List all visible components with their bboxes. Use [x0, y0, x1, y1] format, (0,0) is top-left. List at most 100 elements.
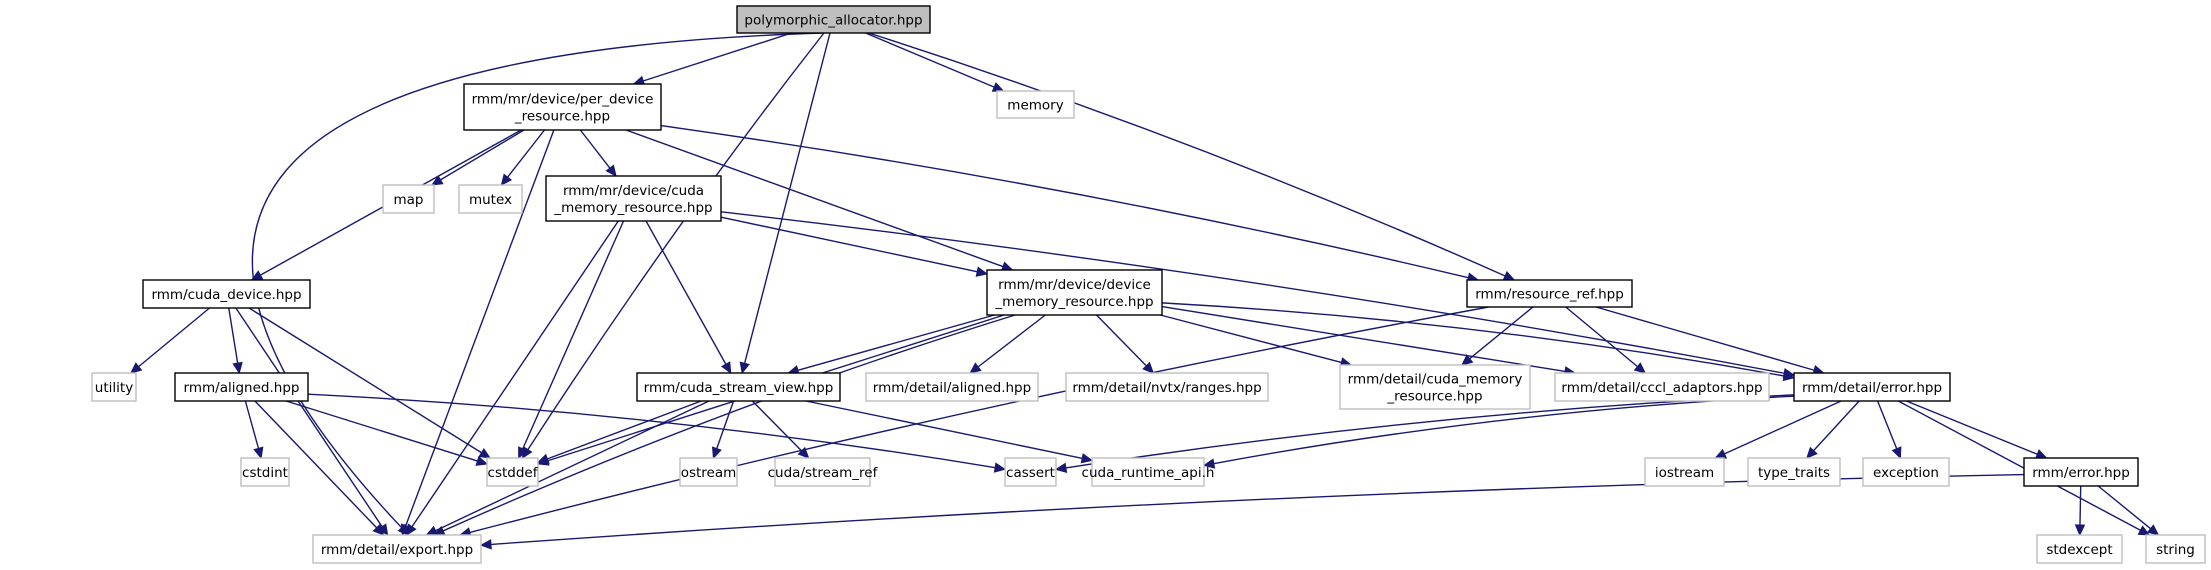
node-detail-error[interactable]: rmm/detail/error.hpp: [1793, 372, 1951, 402]
arrow-head-icon: [720, 361, 732, 375]
node-label: rmm/detail/cccl_adaptors.hpp: [1561, 380, 1762, 396]
edge-resource_ref-to-detail_cuda_mr: [1468, 306, 1534, 360]
node-stdexcept: stdexcept: [2036, 534, 2123, 564]
arrow-head-icon: [1460, 354, 1474, 366]
edge-root-to-resource_ref: [868, 32, 1507, 277]
edge-stream_view-to-ostream: [715, 400, 735, 450]
edge-stream_view-to-stream_ref: [751, 400, 803, 453]
node-box: [382, 184, 435, 214]
node-label: rmm/resource_ref.hpp: [1475, 287, 1624, 303]
edge-detail_error-to-type_traits: [1812, 400, 1860, 452]
node-cstdint: cstdint: [240, 457, 290, 487]
edge-aligned-to-cassert: [307, 393, 997, 469]
node-label: cuda_runtime_api.h: [1082, 465, 1215, 481]
node-type-traits: type_traits: [1747, 457, 1841, 487]
arrow-head-icon: [1202, 458, 1216, 469]
node-box: [679, 457, 738, 487]
edge-detail_error-to-exception: [1876, 400, 1898, 450]
arrow-head-icon: [475, 455, 489, 466]
edge-device_mr-to-cccl: [1161, 305, 1567, 373]
node-error[interactable]: rmm/error.hpp: [2023, 457, 2139, 487]
edge-resource_ref-to-export: [468, 306, 1489, 534]
edge-root-to-per_device: [642, 32, 792, 82]
node-label: mutex: [469, 192, 512, 208]
node-cuda-device[interactable]: rmm/cuda_device.hpp: [142, 279, 311, 309]
arrow-head-icon: [129, 362, 143, 374]
arrow-head-icon: [232, 361, 243, 375]
node-box: [774, 457, 871, 487]
node-aligned[interactable]: rmm/aligned.hpp: [174, 372, 309, 402]
arrow-head-icon: [797, 446, 810, 459]
node-mutex: mutex: [458, 184, 523, 214]
node-label: _resource.hpp: [514, 109, 610, 125]
node-label: cstddef: [488, 465, 539, 481]
edge-error-to-string: [2097, 485, 2152, 530]
node-box: [2145, 534, 2206, 564]
node-label: memory: [1007, 98, 1063, 114]
arrow-head-icon: [1891, 446, 1902, 460]
node-box: [486, 457, 539, 487]
node-per-device[interactable]: rmm/mr/device/per_device_resource.hpp: [463, 83, 662, 131]
node-box: [736, 5, 931, 34]
node-box: [1862, 457, 1950, 487]
node-resource-ref[interactable]: rmm/resource_ref.hpp: [1466, 279, 1633, 308]
node-label: rmm/mr/device/per_device: [472, 92, 654, 108]
arrow-head-icon: [1782, 370, 1796, 382]
node-box: [1004, 457, 1057, 487]
edge-device_mr-to-stream_view: [796, 314, 995, 372]
edge-cuda_mr-to-detail_error: [720, 211, 1786, 375]
arrow-head-icon: [969, 362, 982, 374]
node-label: rmm/mr/device/device: [998, 277, 1151, 293]
node-label: type_traits: [1758, 465, 1830, 481]
node-cassert: cassert: [1004, 457, 1057, 487]
node-device-mr[interactable]: rmm/mr/device/device_memory_resource.hpp: [986, 269, 1163, 316]
edge-root-to-cstddef: [526, 32, 825, 451]
node-stream-view[interactable]: rmm/cuda_stream_view.hpp: [636, 372, 841, 402]
node-label: rmm/detail/cuda_memory: [1348, 372, 1523, 388]
node-box: [1793, 372, 1951, 402]
edge-resource_ref-to-cccl: [1565, 306, 1639, 368]
arrow-head-icon: [1714, 448, 1728, 459]
node-box: [463, 83, 662, 131]
node-label: rmm/detail/aligned.hpp: [873, 380, 1031, 396]
node-box: [312, 534, 482, 564]
node-box: [1091, 457, 1205, 487]
arrow-head-icon: [991, 82, 1005, 92]
node-label: rmm/mr/device/cuda: [563, 183, 704, 199]
arrow-head-icon: [1080, 453, 1094, 464]
node-cstddef: cstddef: [486, 457, 539, 487]
node-label: rmm/detail/nvtx/ranges.hpp: [1072, 380, 1261, 396]
arrow-head-icon: [430, 175, 444, 186]
node-label: rmm/detail/export.hpp: [321, 542, 473, 558]
arrow-head-icon: [1142, 361, 1155, 374]
node-map: map: [382, 184, 435, 214]
node-box: [865, 372, 1039, 402]
node-root[interactable]: polymorphic_allocator.hpp: [736, 5, 931, 34]
node-stream-ref: cuda/stream_ref: [768, 457, 879, 487]
edge-error-to-stdexcept: [2079, 485, 2082, 527]
arrow-head-icon: [1502, 270, 1516, 281]
node-box: [458, 184, 523, 214]
edge-per_device-to-resource_ref: [660, 124, 1470, 279]
edge-stream_view-to-cuda_runtime: [805, 400, 1084, 460]
nodes-layer: polymorphic_allocator.hpp rmm/mr/device/p…: [91, 5, 2206, 564]
edge-per_device-to-mutex: [506, 129, 546, 179]
node-cccl: rmm/detail/cccl_adaptors.hpp: [1554, 372, 1770, 402]
edge-cuda_mr-to-stream_view: [645, 220, 727, 366]
edge-root-to-stream_view: [743, 32, 831, 365]
edge-cuda_device-to-export: [235, 307, 384, 528]
node-box: [1339, 364, 1531, 410]
arrow-head-icon: [425, 525, 439, 536]
arrow-head-icon: [372, 523, 385, 536]
node-box: [1466, 279, 1633, 308]
edge-resource_ref-to-detail_error: [1595, 306, 1816, 372]
node-box: [636, 372, 841, 402]
node-label: stdexcept: [2046, 542, 2112, 558]
node-export: rmm/detail/export.hpp: [312, 534, 482, 564]
node-label: cuda/stream_ref: [768, 465, 879, 481]
edges-layer: [129, 32, 2160, 550]
edge-cuda_mr-to-device_mr: [720, 216, 979, 273]
edge-cuda_device-to-cstddef: [248, 307, 483, 454]
node-cuda-mr[interactable]: rmm/mr/device/cuda_memory_resource.hpp: [545, 175, 722, 222]
